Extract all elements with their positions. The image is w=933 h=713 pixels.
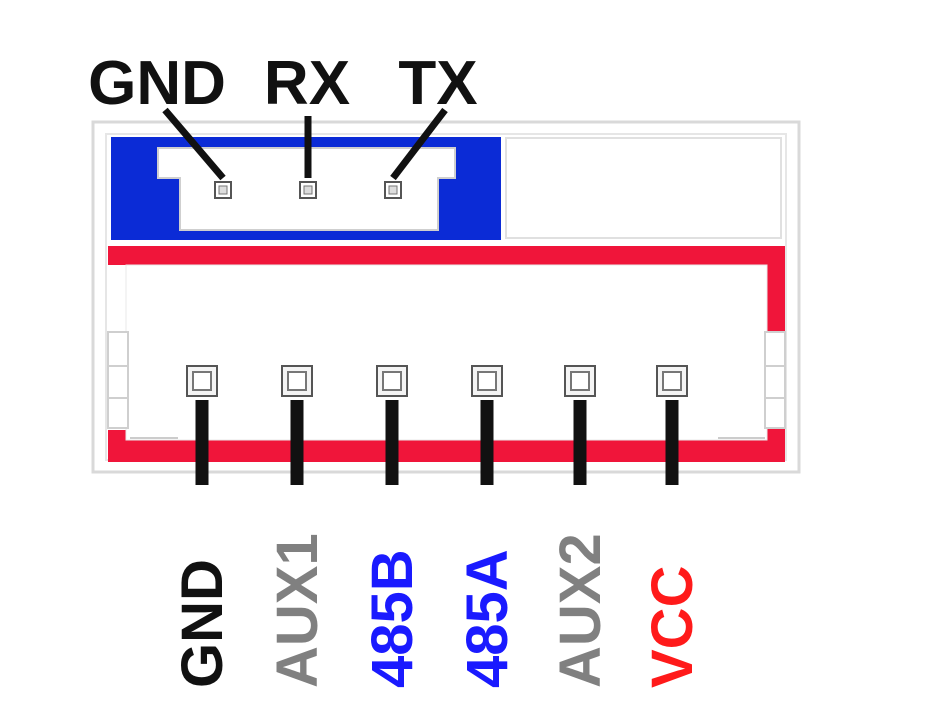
top-pin-core-gnd [218,185,228,195]
top-leader-line-tx [390,107,448,181]
bottom-pin-core-aux2 [570,371,590,391]
top-leader-line-gnd [162,107,226,181]
bottom-pin-label-aux2: AUX2 [548,533,613,688]
top-pin-label-tx: TX [398,49,477,118]
bottom-pin-core-vcc [662,371,682,391]
top-pin-label-rx: RX [264,49,350,118]
left-latch [107,331,129,429]
bottom-pin-core-gnd [192,371,212,391]
top-pin-label-gnd: GND [88,49,226,118]
bottom-pin-label-aux1: AUX1 [265,533,330,688]
bottom-pin-core-485a [477,371,497,391]
bottom-pin-label-485b: 485B [360,549,425,688]
top-right-empty-area [505,137,782,239]
bottom-pin-label-485a: 485A [455,549,520,688]
top-pin-core-tx [388,185,398,195]
bottom-pin-label-gnd: GND [170,559,235,688]
bottom-pin-core-aux1 [287,371,307,391]
bottom-pin-core-485b [382,371,402,391]
bottom-pin-label-vcc: VCC [640,566,705,688]
top-pin-core-rx [303,185,313,195]
right-latch [764,331,786,429]
